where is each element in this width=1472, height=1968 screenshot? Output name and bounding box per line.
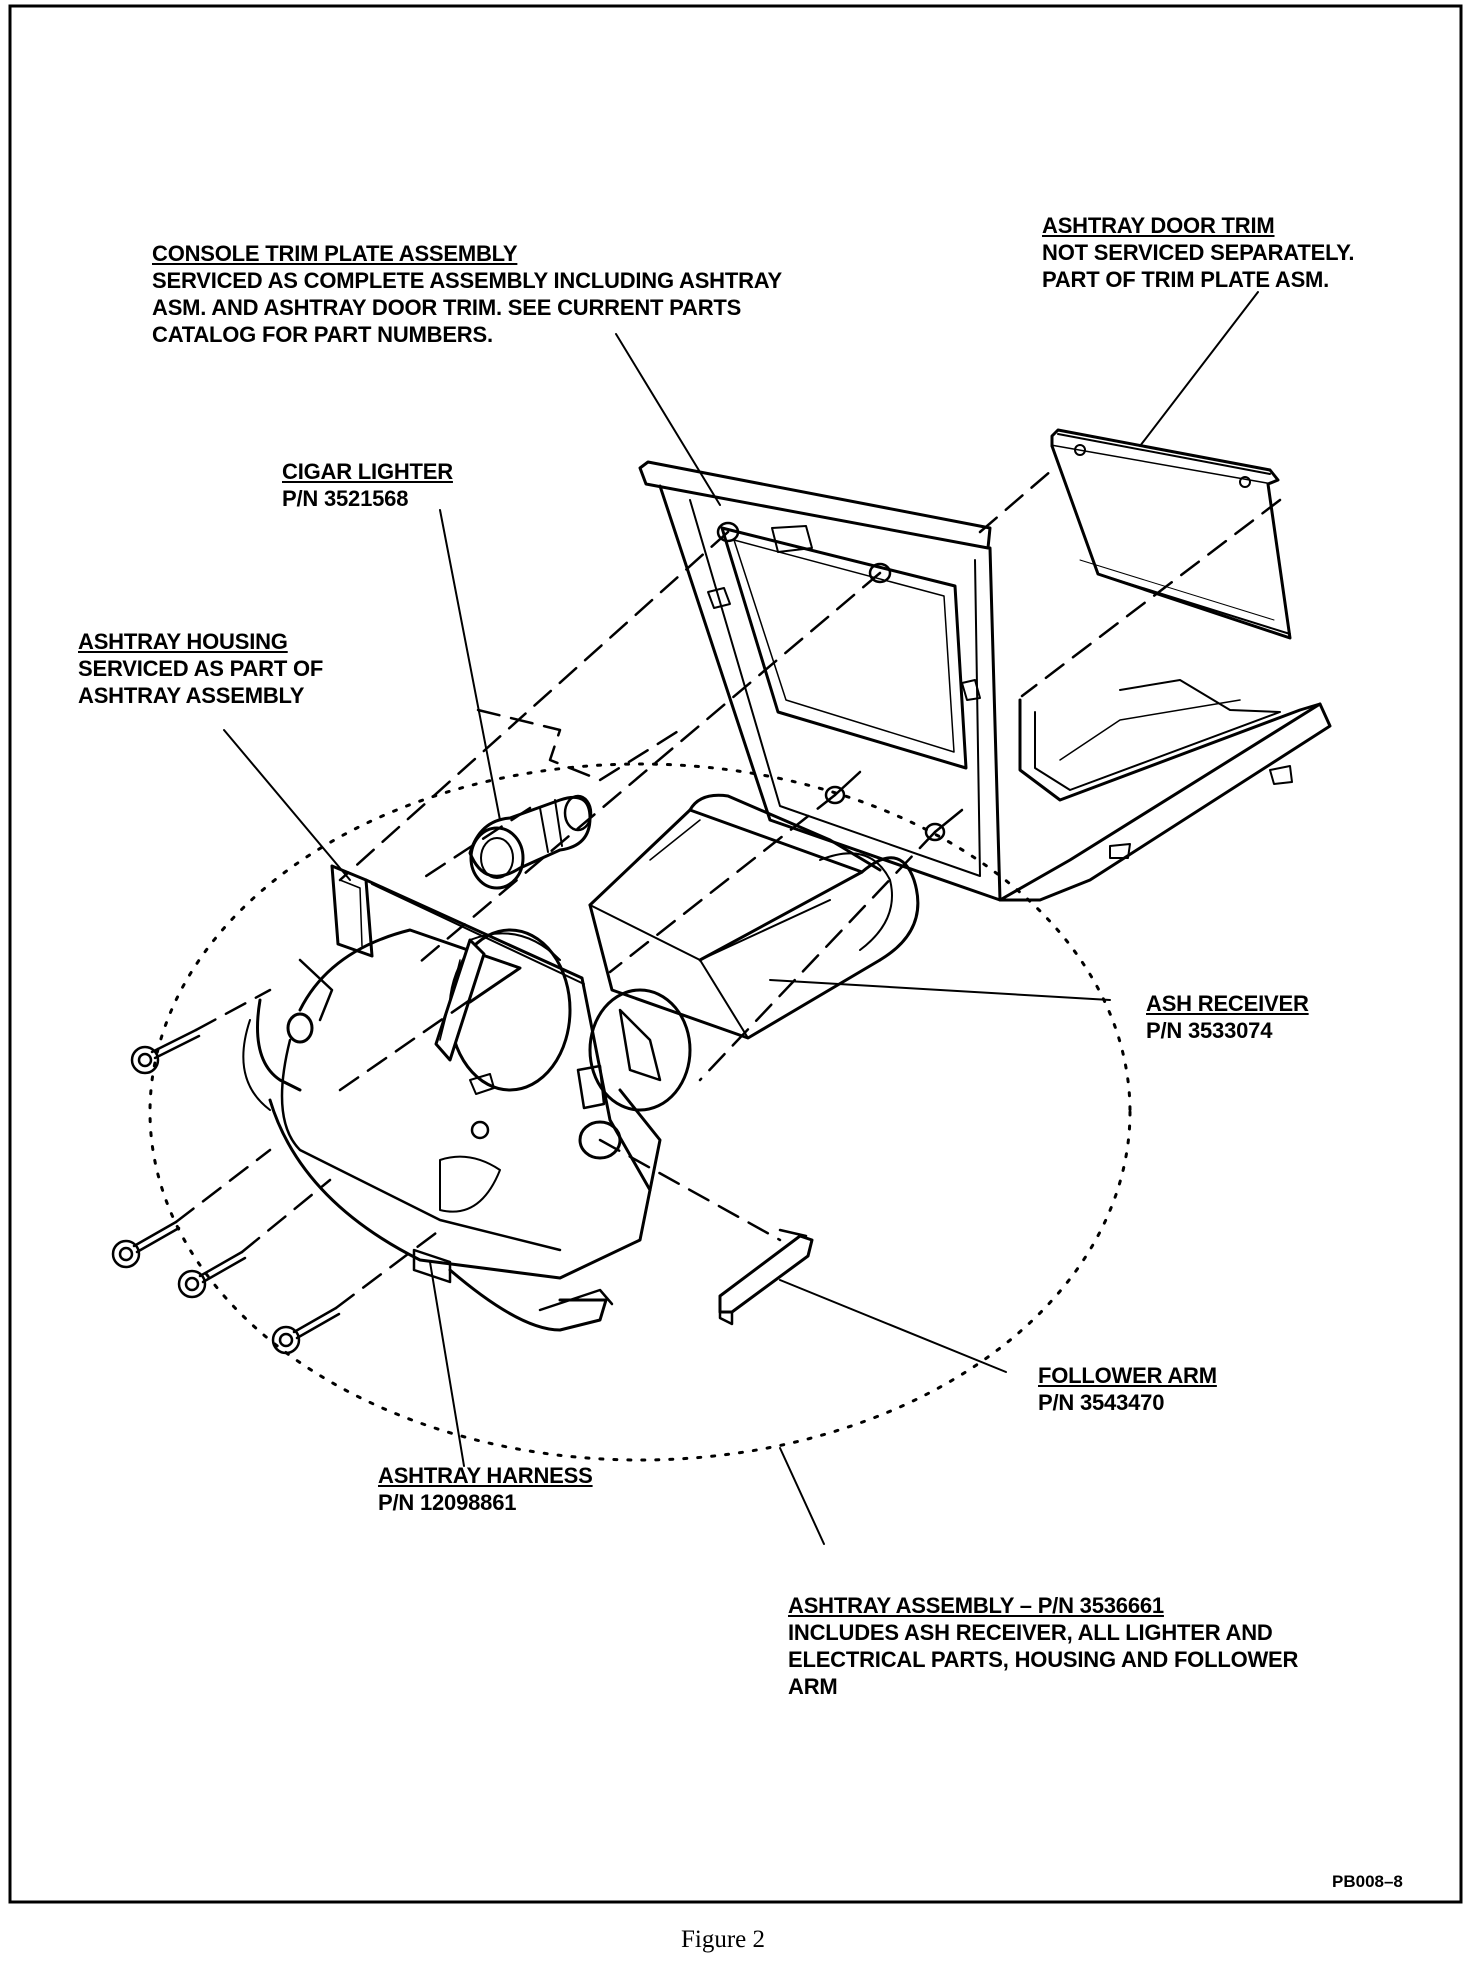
ashtray-housing-label: ASHTRAY HOUSING SERVICED AS PART OF ASHT…: [78, 629, 324, 708]
drawing-code: PB008–8: [1332, 1872, 1403, 1891]
figure-caption: Figure 2: [681, 1926, 766, 1953]
figure-border: [8, 4, 1463, 1904]
console-trim-plate-label: CONSOLE TRIM PLATE ASSEMBLY SERVICED AS …: [152, 241, 782, 347]
leader-lines: [223, 291, 1259, 1545]
screw-3: [177, 1250, 247, 1299]
alignment-lines: [174, 468, 1282, 1310]
screw-2: [111, 1220, 181, 1269]
cigar-lighter-part: [468, 794, 593, 890]
cigar-lighter-label: CIGAR LIGHTER P/N 3521568: [282, 459, 453, 511]
ashtray-door-trim-part: [1050, 428, 1292, 640]
screw-1: [130, 1028, 201, 1075]
follower-arm-part: [718, 1228, 814, 1326]
follower-arm-label: FOLLOWER ARM P/N 3543470: [1038, 1363, 1217, 1415]
ash-receiver-label: ASH RECEIVER P/N 3533074: [1146, 991, 1309, 1043]
ashtray-assembly-outline: [148, 762, 1132, 1462]
screw-4: [271, 1306, 341, 1355]
ashtray-door-trim-label: ASHTRAY DOOR TRIM NOT SERVICED SEPARATEL…: [1042, 213, 1355, 292]
ash-receiver-part: [588, 793, 920, 1040]
ashtray-housing-part: [242, 864, 692, 1332]
ashtray-harness-label: ASHTRAY HARNESS P/N 12098861: [378, 1463, 593, 1515]
ashtray-assembly-label: ASHTRAY ASSEMBLY – P/N 3536661 INCLUDES …: [788, 1593, 1299, 1699]
